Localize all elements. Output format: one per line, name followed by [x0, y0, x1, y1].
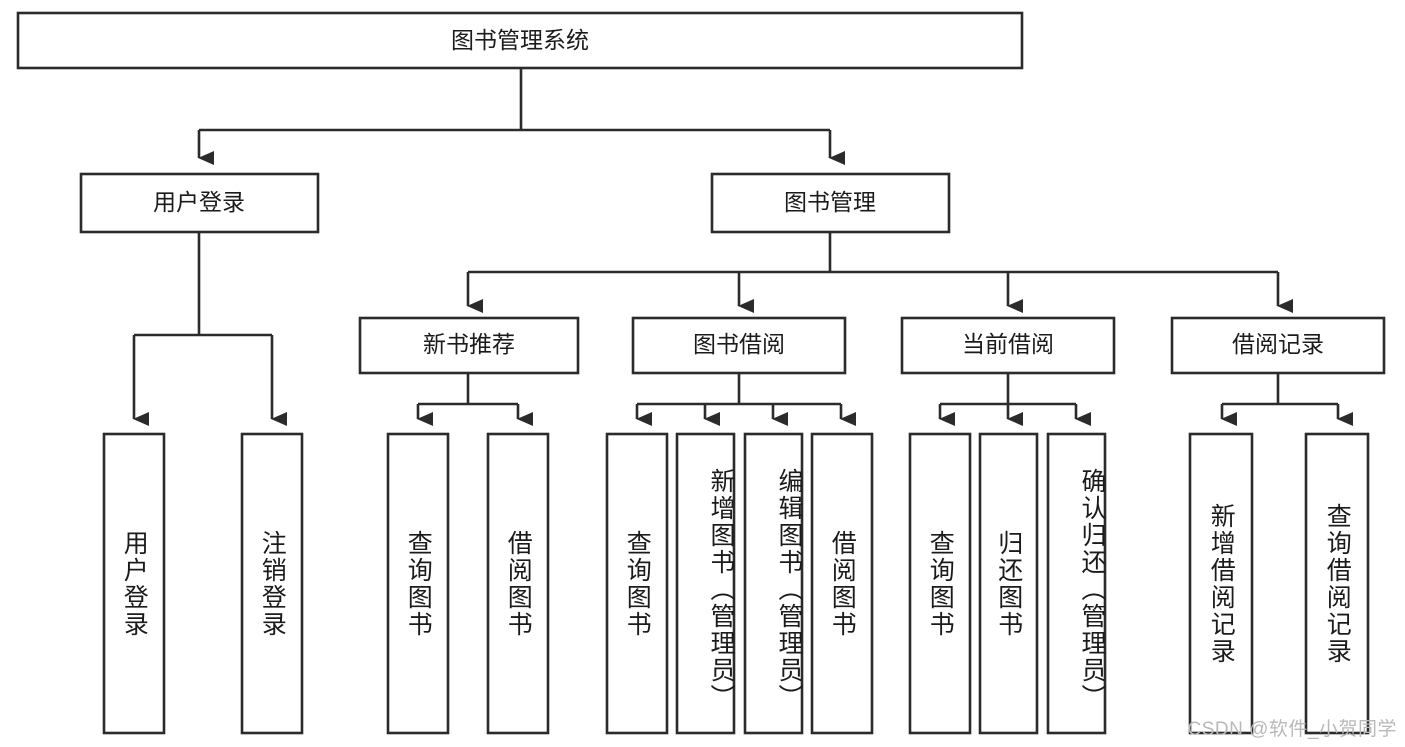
node-user-login-box[interactable]	[79, 172, 320, 234]
node-new-book-recommend-box[interactable]	[358, 316, 580, 375]
edge-root-to-level1	[197, 68, 845, 165]
node-current-borrow[interactable]: 当前借阅	[900, 316, 1116, 375]
leaf-box-user-login-2[interactable]	[240, 432, 304, 735]
leaf-box-record-1[interactable]	[1188, 432, 1254, 735]
node-current-borrow-label: 当前借阅	[962, 331, 1054, 357]
leaf-box-user-login-1[interactable]	[102, 432, 166, 735]
node-book-borrow-label: 图书借阅	[693, 331, 785, 357]
node-book-manage[interactable]: 图书管理	[710, 172, 951, 234]
node-user-login-label: 用户登录	[153, 189, 245, 215]
edge-book-manage-to-level2	[466, 233, 1293, 313]
node-book-manage-label: 图书管理	[784, 189, 876, 215]
node-new-book-recommend-label: 新书推荐	[423, 331, 515, 357]
node-borrow-record-box[interactable]	[1170, 316, 1386, 375]
leaf-box-borrow-2[interactable]	[675, 432, 736, 735]
leaf-box-current-3[interactable]	[1046, 432, 1107, 735]
edge-recommend-to-leaves	[416, 373, 533, 426]
leaf-box-borrow-1[interactable]	[605, 432, 669, 735]
edge-record-to-leaves	[1220, 373, 1353, 426]
edge-user-login-to-leaves	[132, 233, 287, 426]
leaf-box-borrow-4[interactable]	[810, 432, 874, 735]
leaf-box-current-1[interactable]	[908, 432, 972, 735]
leaf-box-borrow-3[interactable]	[743, 432, 804, 735]
node-user-login[interactable]: 用户登录	[79, 172, 320, 234]
node-root[interactable]: 图书管理系统	[16, 11, 1024, 70]
leaf-box-record-2[interactable]	[1304, 432, 1370, 735]
csdn-watermark: CSDN @软件_小贺同学	[1187, 719, 1397, 740]
edge-borrow-to-leaves	[635, 373, 856, 426]
leaf-box-current-2[interactable]	[978, 432, 1039, 735]
leaf-boxes	[102, 432, 1370, 735]
leaf-box-recommend-1[interactable]	[386, 432, 450, 735]
edge-current-to-leaves	[938, 373, 1091, 426]
node-root-label: 图书管理系统	[451, 27, 589, 53]
node-new-book-recommend[interactable]: 新书推荐	[358, 316, 580, 375]
node-root-box[interactable]	[16, 11, 1024, 70]
node-book-borrow[interactable]: 图书借阅	[631, 316, 847, 375]
node-book-borrow-box[interactable]	[631, 316, 847, 375]
node-borrow-record[interactable]: 借阅记录	[1170, 316, 1386, 375]
node-current-borrow-box[interactable]	[900, 316, 1116, 375]
leaf-box-recommend-2[interactable]	[486, 432, 550, 735]
node-borrow-record-label: 借阅记录	[1232, 331, 1324, 357]
node-book-manage-box[interactable]	[710, 172, 951, 234]
